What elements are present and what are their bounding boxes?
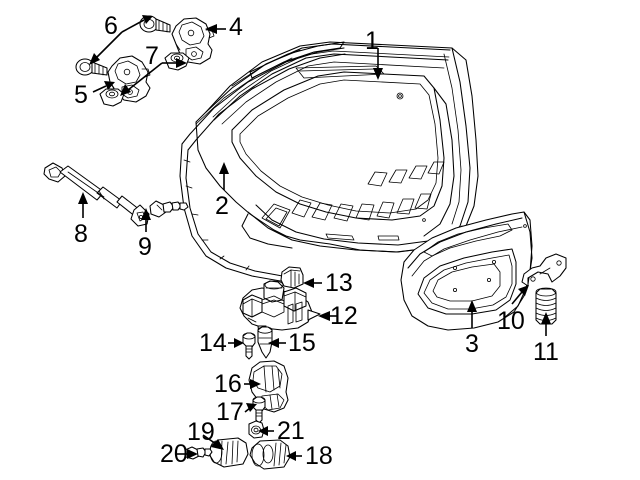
callout-label-16: 16 [214,370,242,398]
weatherstrip-seal-graphic [179,41,346,283]
leader-6 [89,15,153,65]
bump-stop-spring-graphic [535,287,557,325]
leader-5 [92,81,115,93]
callout-label-1: 1 [365,27,379,55]
callout-label-19: 19 [187,418,215,446]
callout-label-8: 8 [74,220,88,248]
gas-strut-graphic [43,162,150,227]
latch-screw-graphic [257,326,273,359]
strut-ball-stud-graphic [149,200,189,218]
callout-label-21: 21 [277,417,305,445]
leader-17 [244,403,257,413]
leader-3 [467,300,477,328]
striker-bolt-graphic [252,396,266,424]
callout-label-6: 6 [104,12,118,40]
bumper-nut-graphic [248,420,265,439]
callout-label-18: 18 [305,442,333,470]
callout-label-14: 14 [199,329,227,357]
leader-1 [373,48,383,80]
callout-label-5: 5 [74,81,88,109]
leader-4 [205,24,226,34]
callout-label-12: 12 [330,302,358,330]
callout-label-15: 15 [288,329,316,357]
leader-14 [228,338,244,348]
liftgate-panel-graphic [195,41,479,253]
leader-20 [177,449,198,459]
bumper-cap-right-graphic [249,439,291,470]
leader-9 [141,208,151,232]
leader-15 [268,338,286,348]
latch-bolt-graphic [242,332,256,360]
leader-11 [541,312,551,336]
callout-label-17: 17 [216,398,244,426]
leader-10 [511,285,529,305]
leader-16 [244,379,261,389]
leader-2 [219,162,229,190]
callout-label-2: 2 [215,192,229,220]
callout-label-10: 10 [497,307,525,335]
callout-label-13: 13 [325,269,353,297]
callout-label-4: 4 [229,13,243,41]
leader-12 [318,311,338,321]
callout-label-3: 3 [465,330,479,358]
leader-7 [120,58,187,96]
callout-label-11: 11 [533,338,559,366]
latch-connector-graphic [280,266,304,289]
callout-label-20: 20 [160,440,188,468]
callout-label-7: 7 [145,42,159,70]
latch-assembly-graphic [239,280,321,335]
callout-label-9: 9 [138,233,152,261]
leader-13 [303,278,322,288]
leader-19 [202,434,224,450]
leader-18 [286,451,302,461]
leader-21 [258,426,274,436]
striker-bracket-graphic [521,253,567,287]
leader-8 [78,192,88,218]
